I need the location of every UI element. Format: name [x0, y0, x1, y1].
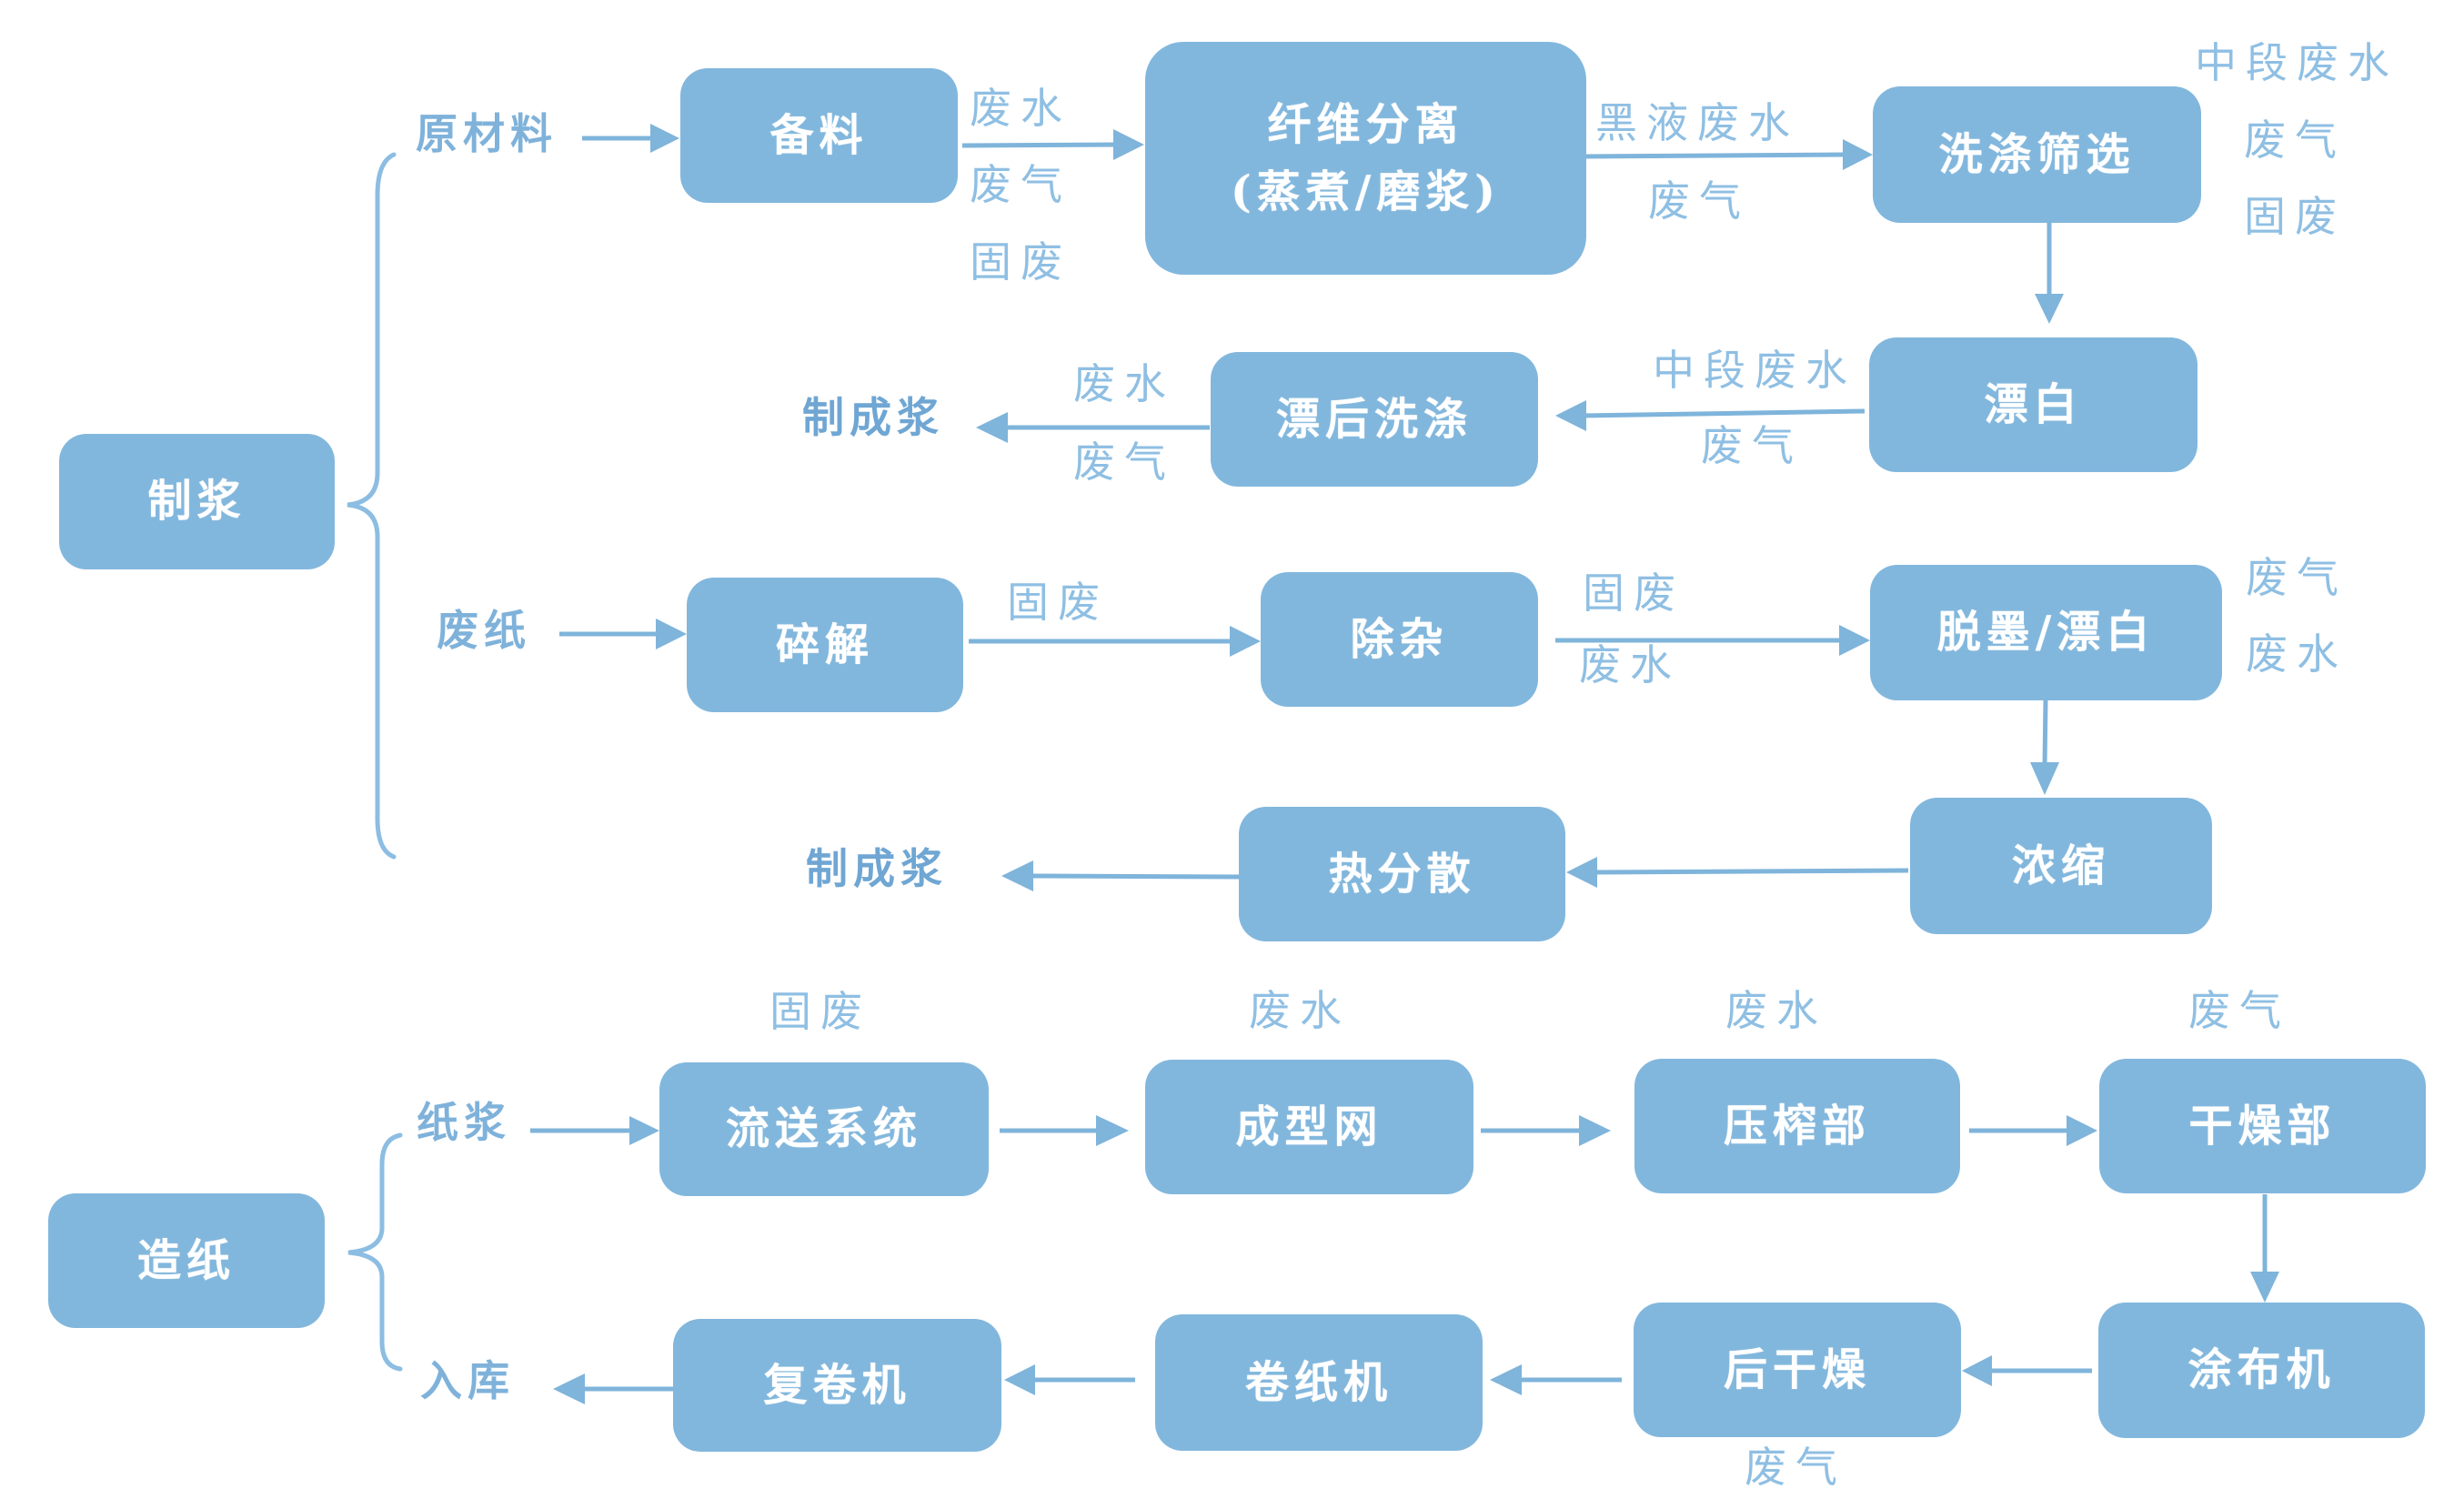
node-rewinder[interactable]: 复卷机 [673, 1319, 1001, 1452]
arrow-concentrate-to-disperse [1566, 857, 1909, 888]
node-concentrate[interactable]: 浓缩 [1910, 798, 2212, 934]
emission-deink-wastegas: 废气 [2246, 553, 2348, 602]
node-press-section-label: 压榨部 [1723, 1100, 1871, 1152]
emission-beiliao-solidwaste: 固废 [970, 237, 1071, 287]
node-beiliao-label: 备料 [769, 109, 869, 161]
arrow-rewinder-to-warehouse [553, 1373, 673, 1404]
emission-chuza-solidwaste: 固废 [1583, 568, 1685, 618]
node-forming-wire-label: 成型网 [1235, 1101, 1383, 1152]
node-headbox-system-label: 流送系统 [725, 1103, 922, 1155]
arrow-reel-to-rewinder [1004, 1364, 1135, 1395]
node-after-dryer[interactable]: 后干燥 [1634, 1303, 1961, 1437]
arrow-suijie-to-chuza [969, 626, 1261, 657]
node-after-dryer-label: 后干燥 [1723, 1343, 1871, 1395]
node-heat-disperse-label: 热分散 [1328, 848, 1476, 900]
branch-raw-material: 原材料 [416, 109, 558, 158]
arrow-press-to-dryer [1969, 1115, 2097, 1146]
node-reel[interactable]: 卷纸机 [1155, 1314, 1483, 1451]
arrow-bleach-to-postwash [1555, 400, 1866, 431]
emission-fiber-blackliquor: 黑液废水 [1595, 98, 1799, 147]
arrow-deink-to-concentrate [2030, 699, 2059, 795]
node-fiber-separation[interactable]: 纤维分离 (蒸煮/磨浆) [1145, 42, 1586, 275]
arrow-pulp-to-headbox [530, 1116, 659, 1145]
section-pulping-label: 制浆 [147, 476, 246, 528]
node-forming-wire[interactable]: 成型网 [1145, 1060, 1473, 1194]
node-fiber-separation-label: 纤维分离 [1267, 98, 1464, 150]
papermaking-brace [347, 1132, 403, 1372]
node-dryer-section-label: 干燥部 [2188, 1100, 2337, 1152]
section-pulping[interactable]: 制浆 [59, 434, 335, 569]
node-coater[interactable]: 涂布机 [2098, 1303, 2425, 1438]
node-concentrate-label: 浓缩 [2011, 840, 2110, 891]
output-pulp-2: 制成浆 [806, 844, 948, 893]
node-bleach[interactable]: 漂白 [1869, 337, 2197, 472]
node-wash-screen[interactable]: 洗涤筛选 [1873, 86, 2201, 223]
branch-warehouse: 入库 [420, 1356, 515, 1405]
emission-postwash-wastegas: 废气 [1073, 438, 1175, 487]
emission-wash-midwastewater: 中段废水 [2195, 38, 2399, 87]
emission-afterdryer-wastegas: 废气 [1745, 1443, 1846, 1492]
node-reel-label: 卷纸机 [1244, 1356, 1393, 1408]
node-suijie-label: 碎解 [775, 619, 874, 670]
node-post-bleach-wash[interactable]: 漂后洗涤 [1211, 352, 1538, 487]
arrow-chuza-to-deink [1555, 625, 1870, 656]
node-chuza[interactable]: 除杂 [1261, 572, 1538, 707]
emission-postwash-wastewater: 废水 [1073, 359, 1175, 408]
node-chuza-label: 除杂 [1350, 613, 1449, 665]
emission-beiliao-wastewater: 废水 [970, 84, 1071, 133]
arrow-coater-to-afterdryer [1962, 1355, 2092, 1386]
node-headbox-system[interactable]: 流送系统 [659, 1062, 989, 1196]
arrow-wastepaper-to-suijie [559, 619, 687, 649]
arrow-fiber-to-wash [1585, 139, 1873, 170]
arrow-wire-to-press [1481, 1115, 1611, 1146]
arrow-beiliao-to-fiber [961, 129, 1144, 160]
emission-bleach-wastegas: 废气 [1701, 421, 1803, 470]
node-coater-label: 涂布机 [2187, 1344, 2336, 1396]
arrow-postwash-to-pulp1 [976, 412, 1210, 443]
arrow-disperse-to-pulp2 [1001, 860, 1240, 891]
arrow-dryer-to-coater [2250, 1194, 2279, 1303]
branch-pulp: 纸浆 [417, 1098, 511, 1147]
node-suijie[interactable]: 碎解 [687, 578, 963, 712]
pulping-brace [347, 152, 397, 860]
emission-deink-wastewater: 废水 [2246, 629, 2348, 679]
node-press-section[interactable]: 压榨部 [1634, 1059, 1960, 1193]
arrow-headbox-to-wire [1000, 1115, 1129, 1146]
node-wash-screen-label: 洗涤筛选 [1938, 128, 2136, 180]
node-deink-bleach[interactable]: 脱墨/漂白 [1870, 565, 2222, 700]
node-post-bleach-wash-label: 漂后洗涤 [1275, 393, 1473, 445]
emission-fiber-wastegas: 废气 [1648, 176, 1750, 226]
node-bleach-label: 漂白 [1984, 378, 2083, 430]
emission-beiliao-wastegas: 废气 [970, 160, 1071, 209]
emission-wash-solidwaste: 固废 [2244, 192, 2346, 241]
output-pulp-1: 制成浆 [802, 393, 944, 442]
section-papermaking[interactable]: 造纸 [48, 1193, 325, 1328]
node-beiliao[interactable]: 备料 [680, 68, 958, 203]
emission-wash-wastegas: 废气 [2244, 116, 2346, 165]
emission-wire-wastewater: 废水 [1249, 986, 1351, 1035]
node-dryer-section[interactable]: 干燥部 [2099, 1059, 2426, 1193]
arrow-rawmaterial-to-beiliao [582, 124, 679, 153]
emission-headbox-solidwaste: 固废 [769, 987, 871, 1036]
branch-waste-paper: 废纸 [437, 606, 531, 655]
emission-dryer-wastegas: 废气 [2188, 986, 2290, 1035]
node-heat-disperse[interactable]: 热分散 [1239, 807, 1565, 941]
arrow-afterdryer-to-reel [1490, 1364, 1622, 1395]
emission-press-wastewater: 废水 [1725, 986, 1827, 1035]
emission-bleach-midwastewater: 中段废水 [1653, 346, 1856, 395]
section-papermaking-label: 造纸 [136, 1234, 236, 1286]
emission-chuza-wastewater: 废水 [1579, 640, 1681, 689]
node-fiber-separation-sublabel: (蒸煮/磨浆) [1231, 166, 1501, 217]
emission-suijie-solidwaste: 固废 [1007, 578, 1109, 627]
node-deink-bleach-label: 脱墨/漂白 [1936, 607, 2156, 659]
arrow-wash-to-bleach [2035, 223, 2064, 324]
node-rewinder-label: 复卷机 [763, 1359, 911, 1411]
